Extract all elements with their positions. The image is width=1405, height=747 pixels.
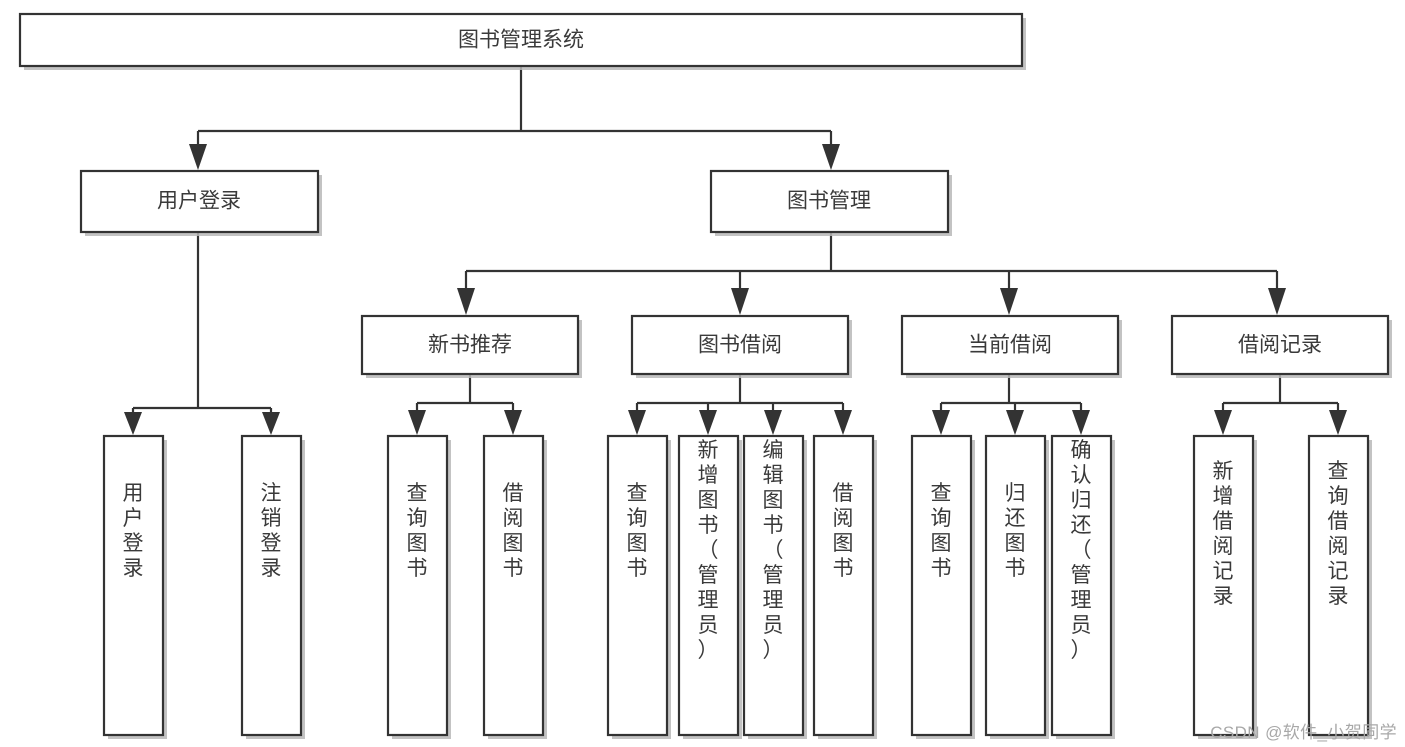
node-root[interactable]: 图书管理系统 <box>18 12 1026 70</box>
arrow-book-c4 <box>1268 288 1286 315</box>
node-leaf-query-book-3[interactable]: 查询图书 <box>910 434 975 739</box>
arrow-book-c1 <box>457 288 475 315</box>
node-leaf-add-record-label: 新增借阅记录 <box>1213 460 1234 608</box>
node-leaf-query-book-2-label: 查询图书 <box>627 482 648 580</box>
node-leaf-logout-label: 注销登录 <box>261 482 282 580</box>
arrow-current-l3 <box>1072 410 1090 435</box>
node-leaf-add-record-box[interactable] <box>1192 434 1255 737</box>
arrow-record-l2 <box>1329 410 1347 435</box>
node-book-borrow-label: 图书借阅 <box>698 334 782 357</box>
node-leaf-edit-book-box[interactable] <box>742 434 805 737</box>
node-leaf-return-book[interactable]: 归还图书 <box>984 434 1049 739</box>
node-leaf-add-book[interactable]: 新增图书（管理员） <box>677 434 742 739</box>
node-leaf-borrow-book-2[interactable]: 借阅图书 <box>812 434 877 739</box>
node-leaf-query-book-1-label: 查询图书 <box>407 482 428 580</box>
node-leaf-borrow-book-1-label: 借阅图书 <box>503 482 524 580</box>
node-leaf-user-login[interactable]: 用户登录 <box>102 434 167 739</box>
arrow-current-l1 <box>932 410 950 435</box>
node-new-book-recommend-label: 新书推荐 <box>428 334 512 357</box>
node-user-login[interactable]: 用户登录 <box>79 169 322 236</box>
node-current-borrow[interactable]: 当前借阅 <box>900 314 1122 378</box>
node-root-box[interactable] <box>18 12 1024 68</box>
node-root-label: 图书管理系统 <box>458 29 584 52</box>
arrow-borrow-l3 <box>764 410 782 435</box>
node-leaf-borrow-book-1-box[interactable] <box>482 434 545 737</box>
node-book-management[interactable]: 图书管理 <box>709 169 952 236</box>
node-leaf-user-login-label: 用户登录 <box>123 482 144 580</box>
node-current-borrow-label: 当前借阅 <box>968 334 1052 357</box>
node-book-borrow[interactable]: 图书借阅 <box>630 314 852 378</box>
arrow-newbook-l2 <box>504 410 522 435</box>
node-leaf-user-login-box[interactable] <box>102 434 165 737</box>
arrow-book-c2 <box>731 288 749 315</box>
node-leaf-confirm-return-label: 确认归还（管理员） <box>1071 439 1092 662</box>
arrow-book-c3 <box>1000 288 1018 315</box>
node-leaf-borrow-book-2-label: 借阅图书 <box>833 482 854 580</box>
node-new-book-recommend-box[interactable] <box>360 314 580 376</box>
node-borrow-record[interactable]: 借阅记录 <box>1170 314 1392 378</box>
connector-layer <box>124 66 1347 435</box>
node-leaf-confirm-return[interactable]: 确认归还（管理员） <box>1050 434 1115 739</box>
node-leaf-logout[interactable]: 注销登录 <box>240 434 305 739</box>
node-leaf-query-book-2-box[interactable] <box>606 434 669 737</box>
node-current-borrow-box[interactable] <box>900 314 1120 376</box>
arrow-borrow-l1 <box>628 410 646 435</box>
node-leaf-edit-book-label: 编辑图书（管理员） <box>763 439 784 662</box>
node-leaf-borrow-book-2-box[interactable] <box>812 434 875 737</box>
node-leaf-query-book-1[interactable]: 查询图书 <box>386 434 451 739</box>
arrow-newbook-l1 <box>408 410 426 435</box>
arrow-user-leaf1 <box>124 412 142 435</box>
node-user-login-box[interactable] <box>79 169 320 234</box>
node-leaf-query-book-3-box[interactable] <box>910 434 973 737</box>
node-user-login-label: 用户登录 <box>157 190 241 213</box>
node-leaf-return-book-label: 归还图书 <box>1005 482 1026 580</box>
node-leaf-return-book-box[interactable] <box>984 434 1047 737</box>
arrow-borrow-l4 <box>834 410 852 435</box>
node-leaf-logout-box[interactable] <box>240 434 303 737</box>
node-leaf-query-record[interactable]: 查询借阅记录 <box>1307 434 1372 739</box>
node-leaf-add-record[interactable]: 新增借阅记录 <box>1192 434 1257 739</box>
node-leaf-query-book-3-label: 查询图书 <box>931 482 952 580</box>
node-leaf-confirm-return-box[interactable] <box>1050 434 1113 737</box>
arrow-root-to-user <box>189 144 207 170</box>
node-leaf-edit-book[interactable]: 编辑图书（管理员） <box>742 434 807 739</box>
arrow-user-leaf2 <box>262 412 280 435</box>
node-new-book-recommend[interactable]: 新书推荐 <box>360 314 582 378</box>
node-leaf-query-record-label: 查询借阅记录 <box>1328 460 1349 608</box>
node-book-management-label: 图书管理 <box>787 190 871 213</box>
node-leaf-borrow-book-1[interactable]: 借阅图书 <box>482 434 547 739</box>
arrow-borrow-l2 <box>699 410 717 435</box>
node-borrow-record-box[interactable] <box>1170 314 1390 376</box>
node-book-borrow-box[interactable] <box>630 314 850 376</box>
node-leaf-add-book-box[interactable] <box>677 434 740 737</box>
node-leaf-add-book-label: 新增图书（管理员） <box>698 439 719 662</box>
arrow-record-l1 <box>1214 410 1232 435</box>
node-leaf-query-book-1-box[interactable] <box>386 434 449 737</box>
node-book-management-box[interactable] <box>709 169 950 234</box>
node-leaf-query-record-box[interactable] <box>1307 434 1370 737</box>
node-borrow-record-label: 借阅记录 <box>1238 334 1322 357</box>
arrow-current-l2 <box>1006 410 1024 435</box>
arrow-root-to-book <box>822 144 840 170</box>
node-leaf-query-book-2[interactable]: 查询图书 <box>606 434 671 739</box>
